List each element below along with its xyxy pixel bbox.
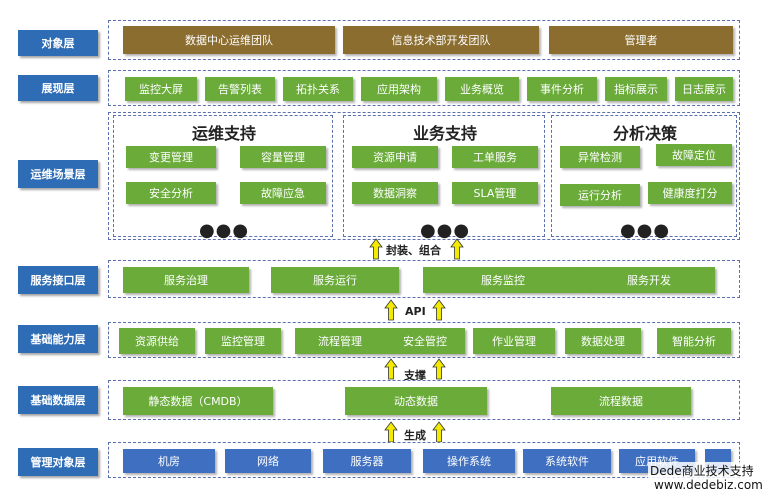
up-arrow-icon (384, 421, 398, 443)
capability-layer-container: 资源供给 监控管理 流程管理 安全管控 作业管理 数据处理 智能分析 (108, 322, 740, 358)
scenario-pane-analysis: 分析决策 异常检测 故障定位 运行分析 健康度打分 ●●● (551, 115, 737, 241)
scenario-item-health-score: 健康度打分 (648, 182, 732, 204)
data-layer-container: 静态数据（CMDB） 动态数据 流程数据 (108, 380, 740, 420)
scenario-pane-ops: 运维支持 变更管理 容量管理 安全分析 故障应急 ●●● (113, 115, 333, 241)
scenario-item-ticket-service: 工单服务 (452, 146, 538, 168)
scenario-item-security-analysis: 安全分析 (126, 182, 216, 204)
watermark-line1: Dede商业技术支持 (648, 462, 756, 479)
connector-label-support: 支撑 (404, 369, 426, 382)
more-dots-analysis: ●●● (619, 220, 671, 241)
layer-label-presentation: 展现层 (18, 75, 98, 101)
cap-security-control: 安全管控 (385, 328, 465, 354)
service-operation: 服务运行 (271, 267, 399, 293)
layer-label-data: 基础数据层 (18, 386, 98, 414)
data-dynamic: 动态数据 (345, 387, 487, 415)
scenario-item-anomaly-detection: 异常检测 (560, 146, 640, 168)
up-arrow-icon (432, 421, 446, 443)
scenario-item-resource-request: 资源申请 (352, 146, 438, 168)
connector-label-encap: 封装、组合 (386, 244, 441, 257)
object-box-ops-team: 数据中心运维团队 (123, 26, 335, 54)
more-dots-ops: ●●● (198, 220, 250, 241)
managed-network: 网络 (225, 449, 311, 473)
scenario-item-change-mgmt: 变更管理 (126, 146, 216, 168)
layer-label-object: 对象层 (18, 30, 98, 56)
connector-label-api: API (405, 305, 426, 318)
managed-os: 操作系统 (423, 449, 515, 473)
layer-label-managed: 管理对象层 (18, 448, 98, 476)
pres-business-overview: 业务概览 (445, 77, 519, 101)
layer-label-service-api: 服务接口层 (18, 266, 98, 294)
scenario-item-fault-emergency: 故障应急 (240, 182, 326, 204)
managed-layer-container: 机房 网络 服务器 操作系统 系统软件 应用软件 (108, 442, 740, 478)
cap-job-mgmt: 作业管理 (473, 328, 555, 354)
cap-resource-supply: 资源供给 (119, 328, 195, 354)
up-arrow-icon (432, 358, 446, 380)
up-arrow-icon (432, 299, 446, 321)
data-process: 流程数据 (551, 387, 691, 415)
up-arrow-icon (450, 238, 464, 260)
pane-title-biz: 业务支持 (412, 124, 477, 143)
service-governance: 服务治理 (123, 267, 249, 293)
pres-alert-list: 告警列表 (205, 77, 275, 101)
pres-monitor-screen: 监控大屏 (125, 77, 197, 101)
object-box-managers: 管理者 (549, 26, 733, 54)
cap-process-mgmt: 流程管理 (295, 328, 385, 354)
scenario-item-fault-location: 故障定位 (656, 144, 732, 166)
up-arrow-icon (369, 238, 383, 260)
layer-label-scenario: 运维场景层 (18, 160, 98, 188)
pres-app-architecture: 应用架构 (361, 77, 437, 101)
scenario-item-data-insight: 数据洞察 (352, 182, 438, 204)
up-arrow-icon (384, 299, 398, 321)
pane-title-ops: 运维支持 (191, 124, 256, 143)
cap-monitor-mgmt: 监控管理 (205, 328, 281, 354)
scenario-item-capacity-mgmt: 容量管理 (240, 146, 326, 168)
service-development: 服务开发 (583, 267, 715, 293)
pres-metric-display: 指标展示 (605, 77, 667, 101)
pres-topology: 拓扑关系 (283, 77, 353, 101)
pres-log-display: 日志展示 (675, 77, 733, 101)
scenario-item-sla-mgmt: SLA管理 (452, 182, 538, 204)
service-layer-container: 服务治理 服务运行 服务监控 服务开发 (108, 260, 740, 298)
watermark-line2: www.dedebiz.com (652, 478, 763, 492)
scenario-layer-container: 运维支持 变更管理 容量管理 安全分析 故障应急 ●●● 业务支持 资源申请 工… (108, 112, 740, 240)
managed-system-software: 系统软件 (523, 449, 611, 473)
up-arrow-icon (384, 358, 398, 380)
presentation-layer-container: 监控大屏 告警列表 拓扑关系 应用架构 业务概览 事件分析 指标展示 日志展示 (108, 70, 740, 106)
more-dots-biz: ●●● (419, 220, 471, 241)
scenario-pane-biz: 业务支持 资源申请 工单服务 数据洞察 SLA管理 ●●● (343, 115, 545, 241)
cap-data-processing: 数据处理 (565, 328, 641, 354)
pane-title-analysis: 分析决策 (612, 124, 677, 143)
layer-label-capability: 基础能力层 (18, 325, 98, 353)
object-box-dev-team: 信息技术部开发团队 (343, 26, 539, 54)
scenario-item-operation-analysis: 运行分析 (560, 184, 640, 206)
pres-event-analysis: 事件分析 (527, 77, 597, 101)
connector-label-generate: 生成 (404, 429, 426, 442)
service-monitoring: 服务监控 (423, 267, 583, 293)
managed-server: 服务器 (323, 449, 411, 473)
cap-intelligent-analysis: 智能分析 (657, 328, 731, 354)
data-static-cmdb: 静态数据（CMDB） (123, 387, 273, 415)
managed-machine-room: 机房 (123, 449, 215, 473)
object-layer-container: 数据中心运维团队 信息技术部开发团队 管理者 (108, 20, 740, 60)
